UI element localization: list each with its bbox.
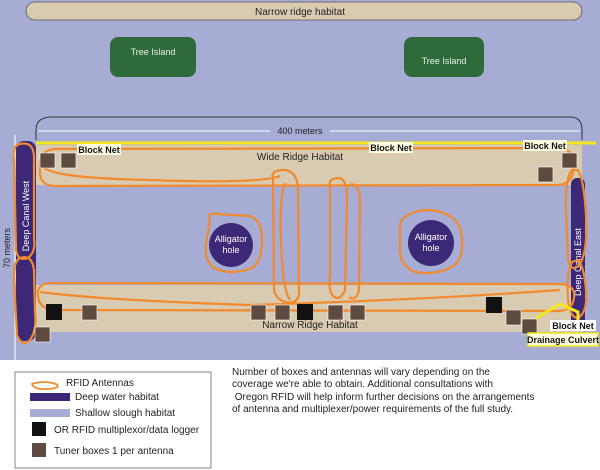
legend-data-logger-label: OR RFID multiplexor/data logger <box>54 425 200 436</box>
antenna-channel-left-inner <box>279 182 291 301</box>
antenna-alligator-right <box>398 208 464 275</box>
antenna-wide-ridge-inner <box>40 164 281 183</box>
legend-antennas-label: RFID Antennas <box>66 378 134 389</box>
deep-water-swatch <box>30 393 70 401</box>
tree-island-right-label: Tree Island <box>422 56 467 66</box>
drainage-culvert-bg <box>527 332 599 347</box>
shallow-slough-swatch <box>30 409 70 417</box>
antenna-alligator-left <box>204 212 264 274</box>
block-net-center-label: Block Net <box>370 143 412 153</box>
deep-canal-west-label: Deep Canal West <box>21 180 31 251</box>
block-net-lower-bg <box>550 320 596 331</box>
block-net-left-tag: Block Net <box>77 144 121 155</box>
study-area-outline <box>35 116 583 140</box>
tuner-box-swatch <box>32 443 46 457</box>
tuner-box <box>521 318 538 335</box>
tuner-box <box>39 152 56 169</box>
narrow-ridge-bottom-label: Narrow Ridge Habitat <box>262 320 358 331</box>
block-net-center-bg <box>369 142 413 153</box>
distance-400-label: 400 meters <box>277 126 323 136</box>
antenna-canal-west-lower <box>12 256 37 345</box>
block-net-lower-label: Block Net <box>552 321 594 331</box>
deep-canal-east-label: Deep Canal East <box>573 227 583 296</box>
antenna-channel-center <box>328 176 349 300</box>
tuner-box <box>274 304 291 321</box>
deep-canal-west <box>16 141 36 341</box>
wide-ridge-label: Wide Ridge Habitat <box>257 152 343 163</box>
tuner-box <box>537 166 554 183</box>
data-loggers <box>46 297 502 320</box>
data-logger <box>46 304 62 320</box>
block-net-left-label: Block Net <box>78 145 120 155</box>
drainage-culvert-label: Drainage Culvert <box>527 335 599 345</box>
tuner-box <box>327 304 344 321</box>
tuner-box <box>34 326 51 343</box>
deep-canal-east <box>571 178 585 328</box>
tuner-box <box>250 304 267 321</box>
data-logger <box>486 297 502 313</box>
narrow-ridge-top-label: Narrow ridge habitat <box>255 7 345 18</box>
block-net-lower-tag: Block Net <box>550 320 596 331</box>
block-net-left-bg <box>77 144 121 155</box>
data-logger-swatch <box>32 422 46 436</box>
tuner-box <box>349 304 366 321</box>
tuner-box <box>505 309 522 326</box>
alligator-hole-right <box>408 220 454 266</box>
block-net-lower-line <box>535 302 580 320</box>
tuner-box <box>60 152 77 169</box>
antenna-channel-left <box>271 168 301 304</box>
drainage-culvert-tag: Drainage Culvert <box>527 332 599 347</box>
alligator-hole-left <box>209 223 253 267</box>
tree-island-left <box>110 37 196 77</box>
block-net-right-bg <box>523 140 567 151</box>
study-note-line: Oregon RFID will help inform further dec… <box>232 391 535 403</box>
legend-tuner-box-label: Tuner boxes 1 per antenna <box>54 446 174 457</box>
antenna-channel-right <box>347 183 362 300</box>
study-note-line: of antenna and multiplexer/power require… <box>232 404 514 416</box>
study-note: Number of boxes and antennas will vary d… <box>232 367 535 417</box>
legend-box <box>14 371 212 469</box>
tuner-box <box>81 304 98 321</box>
data-logger <box>297 304 313 320</box>
distance-70-label: 70 meters <box>2 227 12 268</box>
tuner-boxes <box>34 152 578 343</box>
study-note-line: coverage we're able to obtain. Additiona… <box>232 379 493 391</box>
study-note-line: Number of boxes and antennas will vary d… <box>232 367 490 378</box>
legend-shallow-slough-label: Shallow slough habitat <box>75 408 176 419</box>
block-net-right-tag: Block Net <box>523 140 567 151</box>
antenna-loop-icon <box>30 381 59 391</box>
narrow-ridge-top <box>25 1 583 21</box>
block-net-right-label: Block Net <box>524 141 566 151</box>
tuner-box <box>561 152 578 169</box>
block-net-center-tag: Block Net <box>369 142 413 153</box>
tree-island-left-label: Tree Island <box>131 47 176 57</box>
tree-island-right <box>404 37 484 77</box>
legend-deep-water-label: Deep water habitat <box>75 392 159 403</box>
